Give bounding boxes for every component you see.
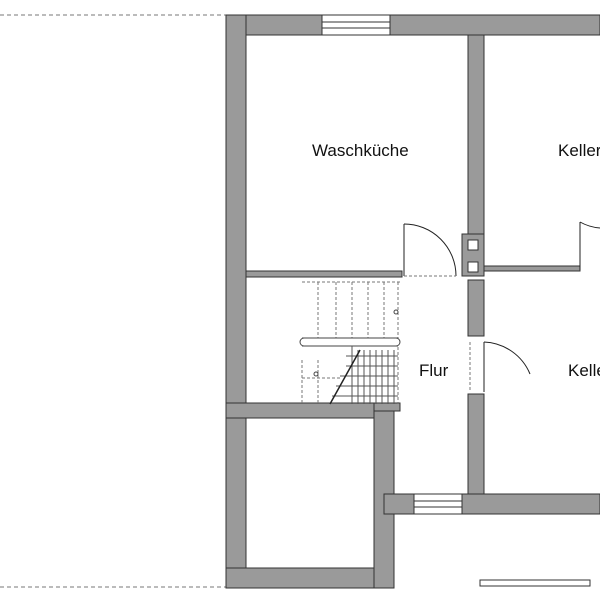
room-label-flur: Flur xyxy=(419,361,449,380)
walls xyxy=(225,14,600,589)
room-label-waschkueche: Waschküche xyxy=(312,141,409,160)
door-keller-top xyxy=(579,221,600,270)
door-waschkueche xyxy=(403,223,457,277)
room-label-keller-top: Keller xyxy=(558,141,600,160)
window-bottom-right xyxy=(479,579,591,587)
outline-dashed xyxy=(0,14,227,588)
shaft-elements xyxy=(461,233,485,277)
staircase xyxy=(299,281,401,405)
window-bottom xyxy=(413,493,463,515)
room-label-keller-bottom: Keller xyxy=(568,361,600,380)
door-keller-bottom xyxy=(469,341,531,392)
window-top xyxy=(321,14,391,36)
